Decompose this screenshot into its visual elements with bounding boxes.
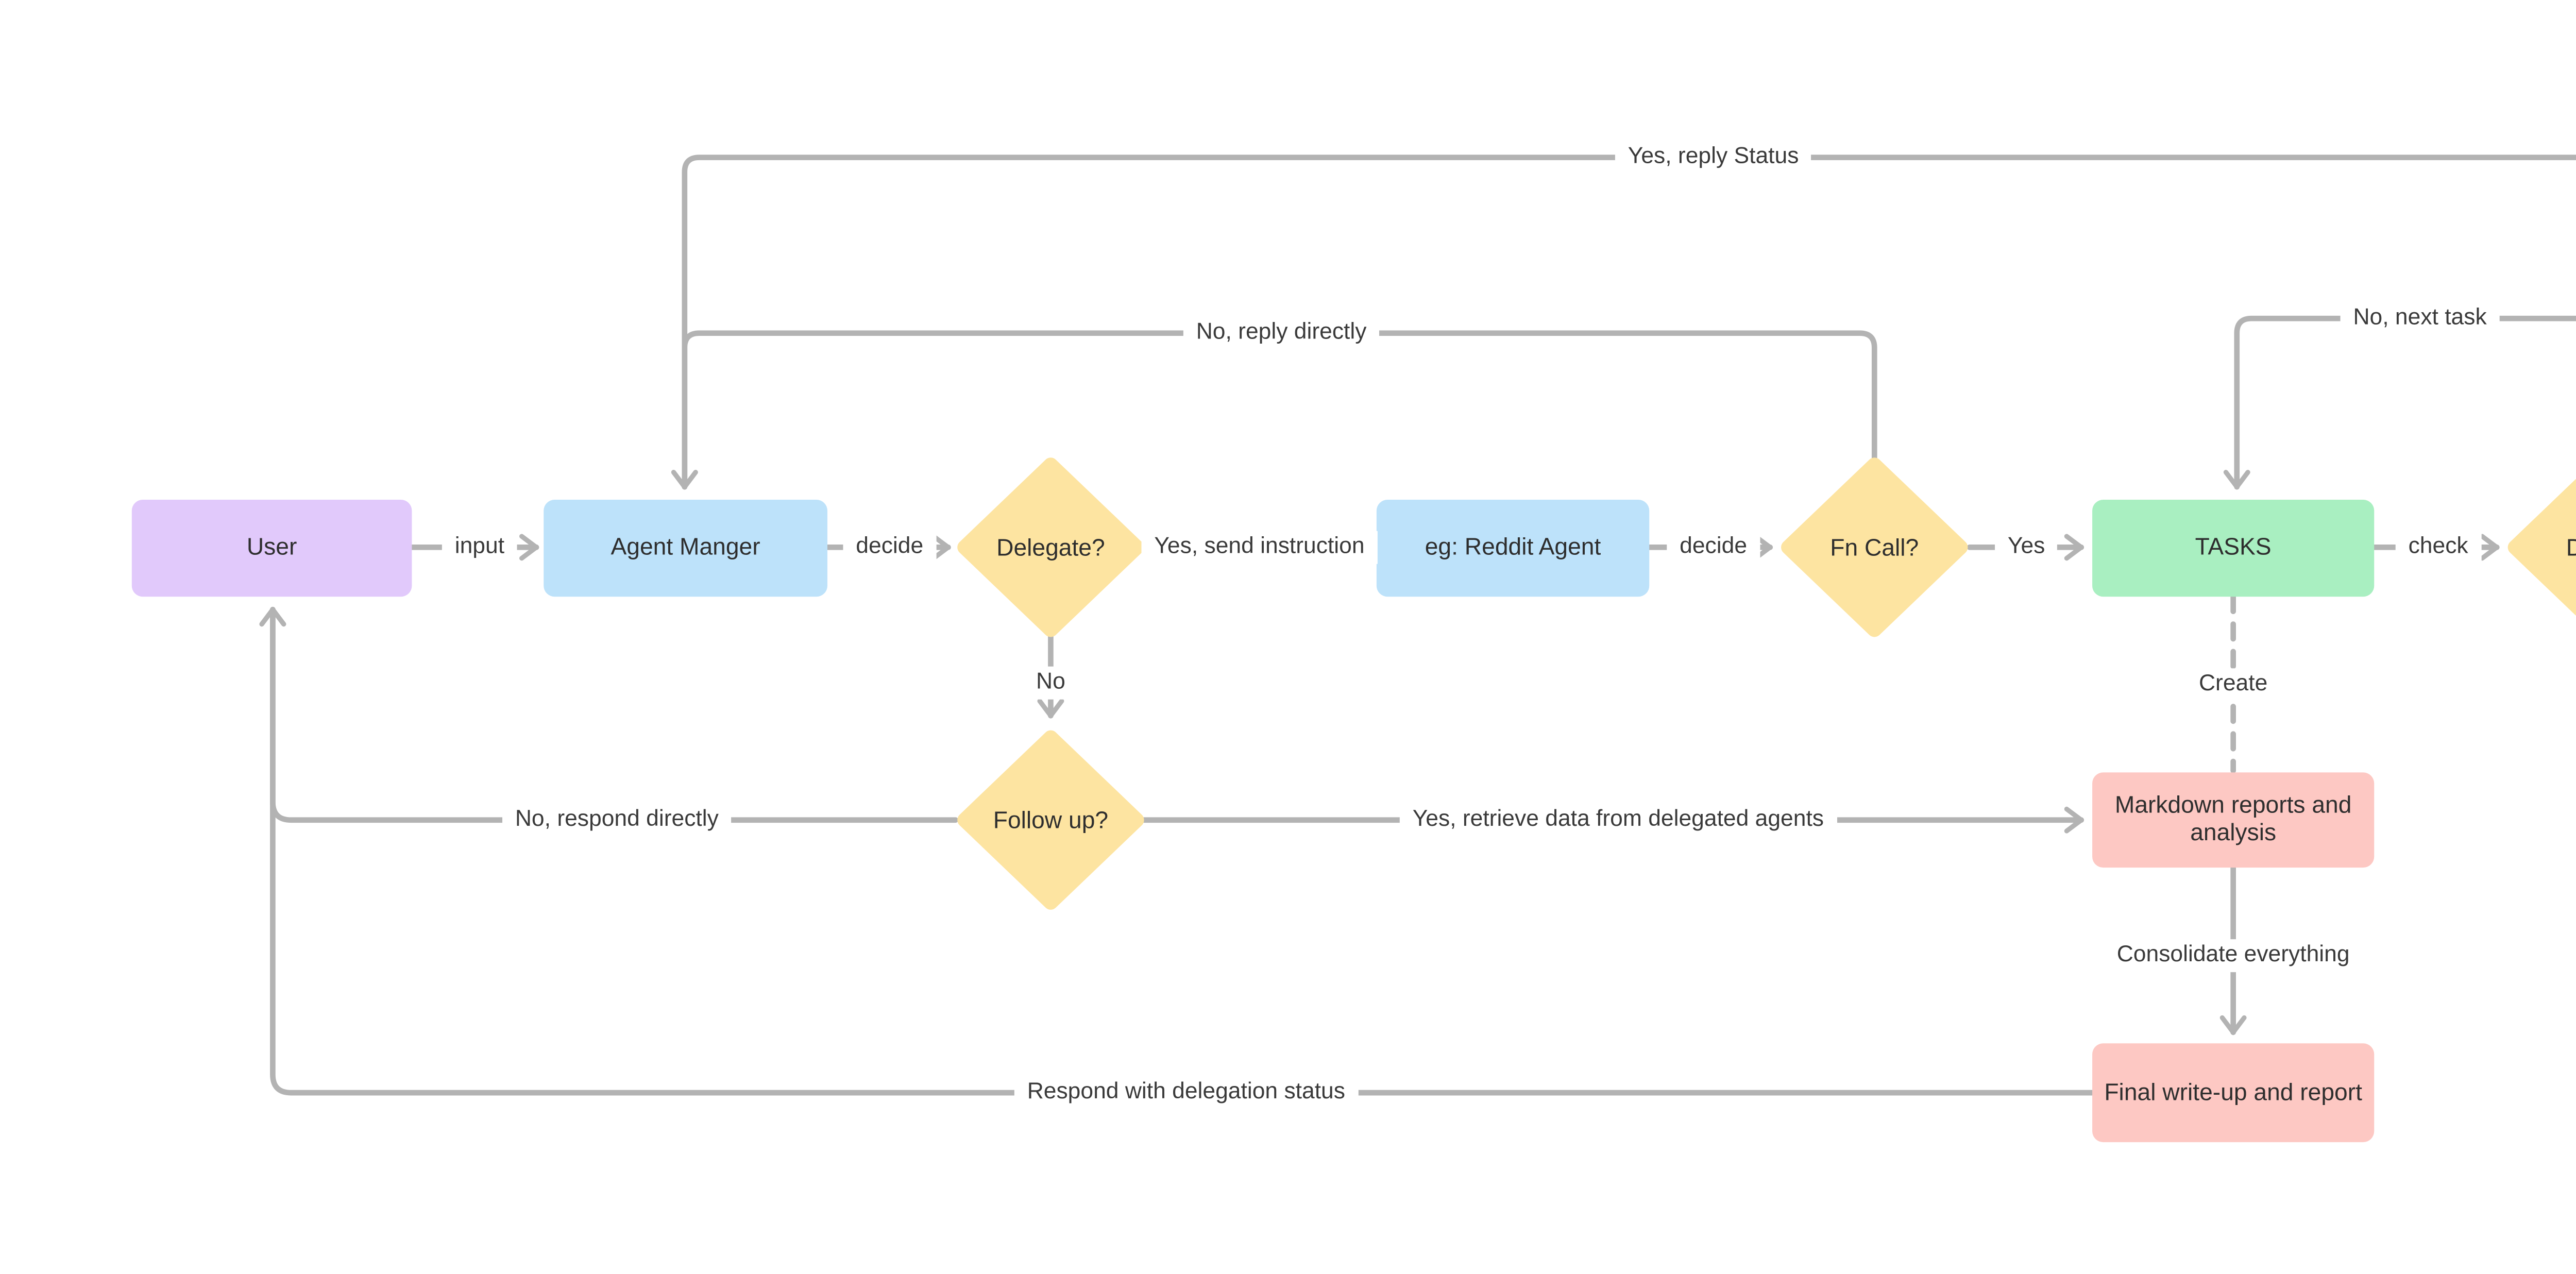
node-delegate-label: Delegate? [996,533,1105,561]
edge-label-consolidate-everything: Consolidate everything [2104,939,2363,972]
edge-label-no-next-task: No, next task [2340,302,2500,335]
node-follow-up-diamond [957,730,1144,910]
edge-label-decide-delegate: decide [843,531,937,564]
edge-label-yes-reply-status: Yes, reply Status [1615,141,1812,174]
edge-yes-reply-status [671,155,2576,490]
edge-no-next-task [2223,315,2576,490]
edge-label-decide-fn-call: decide [1667,531,1760,564]
edge-label-no-respond-directly: No, respond directly [502,804,732,837]
edge-label-no: No [1023,666,1078,699]
node-fn-call-label: Fn Call? [1830,533,1919,561]
edge-no-respond-directly [259,606,958,823]
edge-label-check: check [2395,531,2481,564]
edge-label-yes-retrieve-data: Yes, retrieve data from delegated agents [1399,804,1837,837]
node-markdown-reports: Markdown reports and analysis [2092,772,2375,868]
edge-label-input: input [442,531,517,564]
node-fn-call-diamond [1781,457,1968,637]
node-final-writeup: Final write-up and report [2092,1043,2375,1143]
edge-label-yes-send-instruction: Yes, send instruction [1141,531,1378,564]
node-done-diamond [2507,479,2576,616]
node-tasks: TASKS [2092,499,2375,597]
edge-respond-with-delegation-status [259,606,2095,1096]
node-agent-manager: Agent Manger [544,499,827,597]
edge-label-respond-with-delegation-status: Respond with delegation status [1014,1076,1358,1109]
node-reddit-agent: eg: Reddit Agent [1376,499,1650,597]
edge-label-create: Create [2186,668,2281,701]
edge-label-yes: Yes [1995,531,2058,564]
node-user: User [131,499,412,597]
edge-label-no-reply-directly: No, reply directly [1183,317,1380,350]
node-follow-up-label: Follow up? [993,806,1109,834]
node-done-label: Done? [2566,534,2576,561]
node-delegate-diamond [957,457,1144,637]
edge-no-reply-directly [671,330,1877,490]
